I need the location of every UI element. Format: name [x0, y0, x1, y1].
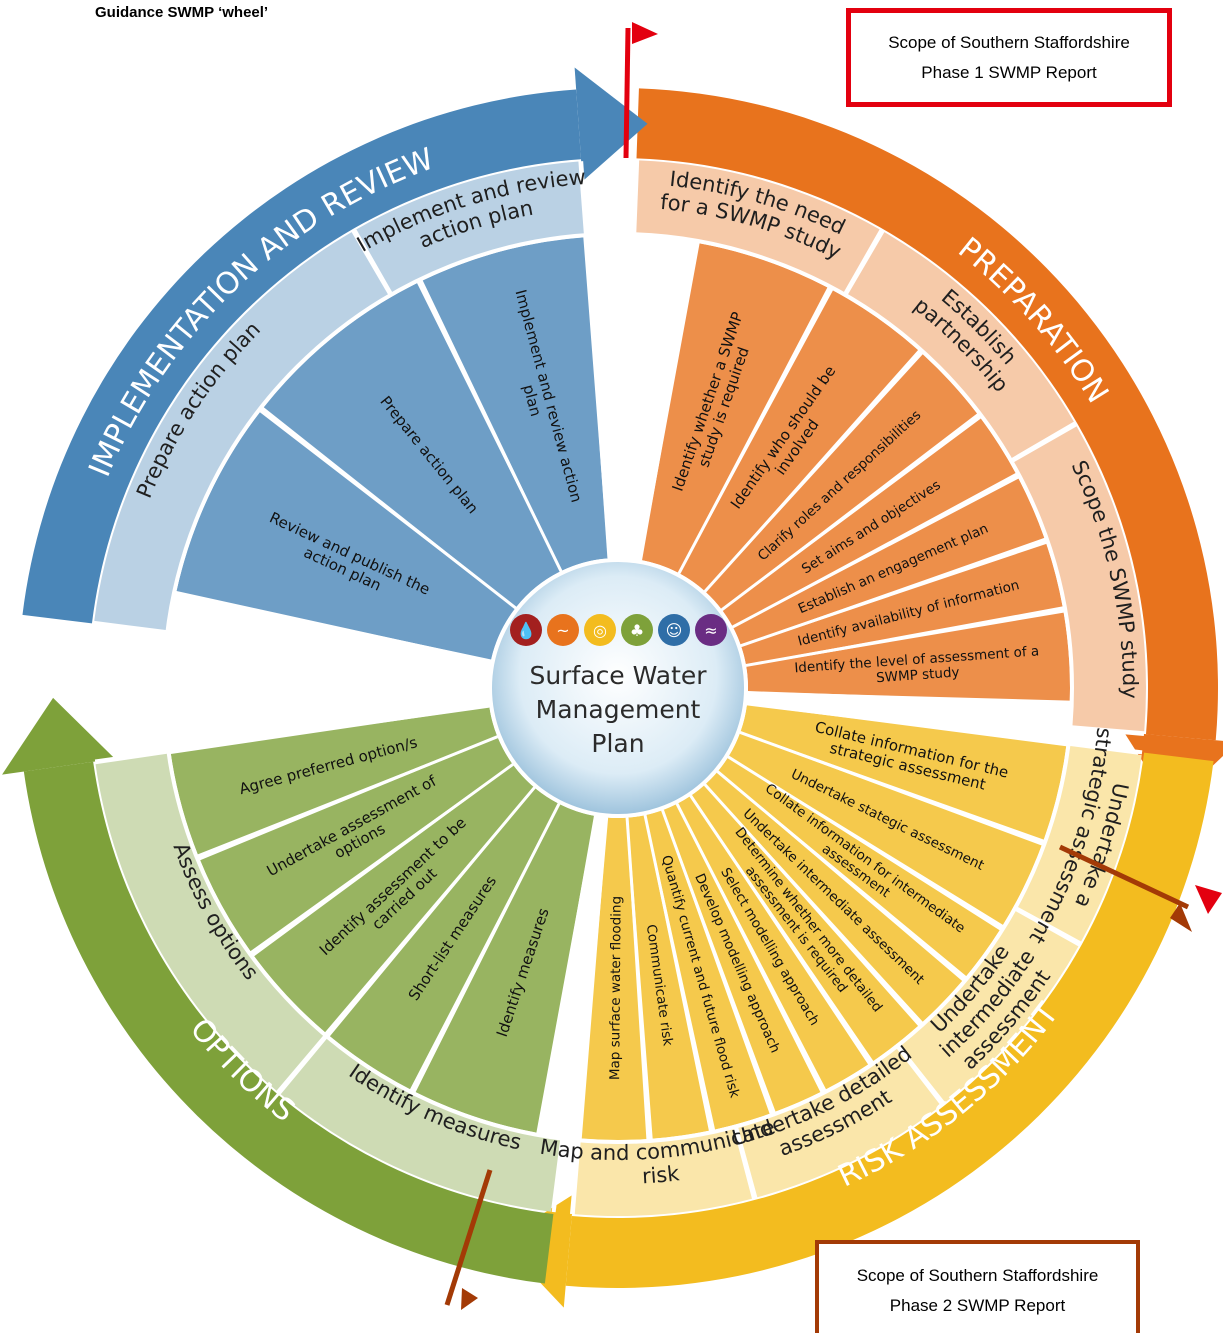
phase1-end-flag-icon: [1195, 885, 1222, 914]
preparation-task-2: [679, 290, 919, 591]
svg-text:~: ~: [556, 621, 569, 640]
phase1-scope-box: Scope of Southern Staffordshire Phase 1 …: [846, 8, 1172, 107]
implementation-task-1: [176, 412, 516, 661]
options-task-1: [415, 804, 595, 1133]
svg-text:≈: ≈: [704, 621, 717, 640]
phase2-flag-icon: [1170, 903, 1192, 932]
center-title-line-3: Plan: [591, 729, 644, 758]
risk_assessment-stage-band: [565, 752, 1214, 1289]
water-drop-icon: [510, 614, 542, 646]
svg-text:♣: ♣: [630, 621, 644, 640]
risk_assessment-step-label-4-1: risk: [641, 1161, 681, 1188]
options-step-1: [280, 1038, 561, 1212]
phase2-end-flag-icon: [461, 1288, 478, 1310]
phase2-scope-line1: Scope of Southern Staffordshire: [856, 1266, 1099, 1285]
phase2-end-marker: [444, 1169, 493, 1306]
preparation-step-2: [847, 232, 1074, 459]
risk_assessment-step-3: [738, 1048, 941, 1198]
options-task-3: [254, 765, 534, 1033]
risk_assessment-step-4: [574, 1128, 752, 1216]
preparation-step-3: [1013, 426, 1146, 732]
preparation-task-6: [741, 543, 1063, 665]
preparation-task-1: [641, 243, 828, 573]
risk_assessment-task-10: [581, 817, 647, 1140]
risk_assessment-task-8: [645, 810, 770, 1130]
options-step-2: [95, 753, 324, 1091]
person-icon: [658, 614, 690, 646]
risk_assessment-task-9: [627, 815, 709, 1139]
implementation-step-2: [356, 161, 584, 293]
risk_assessment-task-label-10: Map surface water flooding: [607, 896, 625, 1080]
fish-icon: [547, 614, 579, 646]
implementation-arrow-head: [574, 67, 648, 182]
risk_assessment-step-1: [1017, 745, 1142, 942]
coin-icon: [584, 614, 616, 646]
risk_assessment-task-1: [740, 704, 1067, 840]
svg-text:◎: ◎: [593, 621, 607, 640]
preparation-step-1: [636, 160, 880, 293]
options-task-5: [170, 706, 498, 855]
svg-text:☺: ☺: [666, 621, 683, 640]
implementation-stage-band: [22, 89, 582, 624]
phase1-flag-icon: [632, 22, 658, 44]
phase1-start-marker: [623, 27, 631, 159]
options-task-4: [200, 737, 513, 952]
phase-boundary-marker: [1058, 844, 1190, 910]
svg-text:💧: 💧: [516, 621, 536, 640]
preparation-task-4: [722, 418, 1016, 627]
tree-icon: [621, 614, 653, 646]
implementation-task-2: [263, 283, 561, 608]
phase2-scope-box: Scope of Southern Staffordshire Phase 2 …: [815, 1240, 1140, 1333]
options-stage-band: [23, 761, 554, 1284]
implementation-task-3: [422, 237, 609, 571]
phase2-scope-line2: Phase 2 SWMP Report: [889, 1296, 1066, 1315]
risk_assessment-task-4: [705, 772, 963, 1022]
preparation-task-3: [705, 354, 978, 610]
risk_assessment-task-2: [728, 733, 1042, 925]
phase1-scope-line1: Scope of Southern Staffordshire: [888, 33, 1130, 52]
preparation-stage-band: [636, 88, 1219, 741]
risk_assessment-task-3: [718, 757, 1000, 977]
risk_assessment-task-5: [691, 785, 919, 1061]
preparation-task-7: [746, 612, 1070, 701]
risk_assessment-step-2: [899, 910, 1079, 1103]
options-task-2: [329, 788, 559, 1090]
center-title-line-2: Management: [536, 695, 701, 724]
page-title: Guidance SWMP ‘wheel’: [95, 4, 269, 21]
preparation-task-5: [733, 478, 1045, 645]
phase1-scope-line2: Phase 1 SWMP Report: [921, 63, 1097, 82]
preparation-task-label-7: SWMP study: [876, 664, 960, 686]
center-title-line-1: Surface Water: [529, 661, 707, 690]
risk_assessment-task-7: [663, 804, 821, 1112]
risk_assessment-task-6: [677, 796, 869, 1090]
fish-icon: [695, 614, 727, 646]
options-arrow-head: [2, 697, 115, 775]
